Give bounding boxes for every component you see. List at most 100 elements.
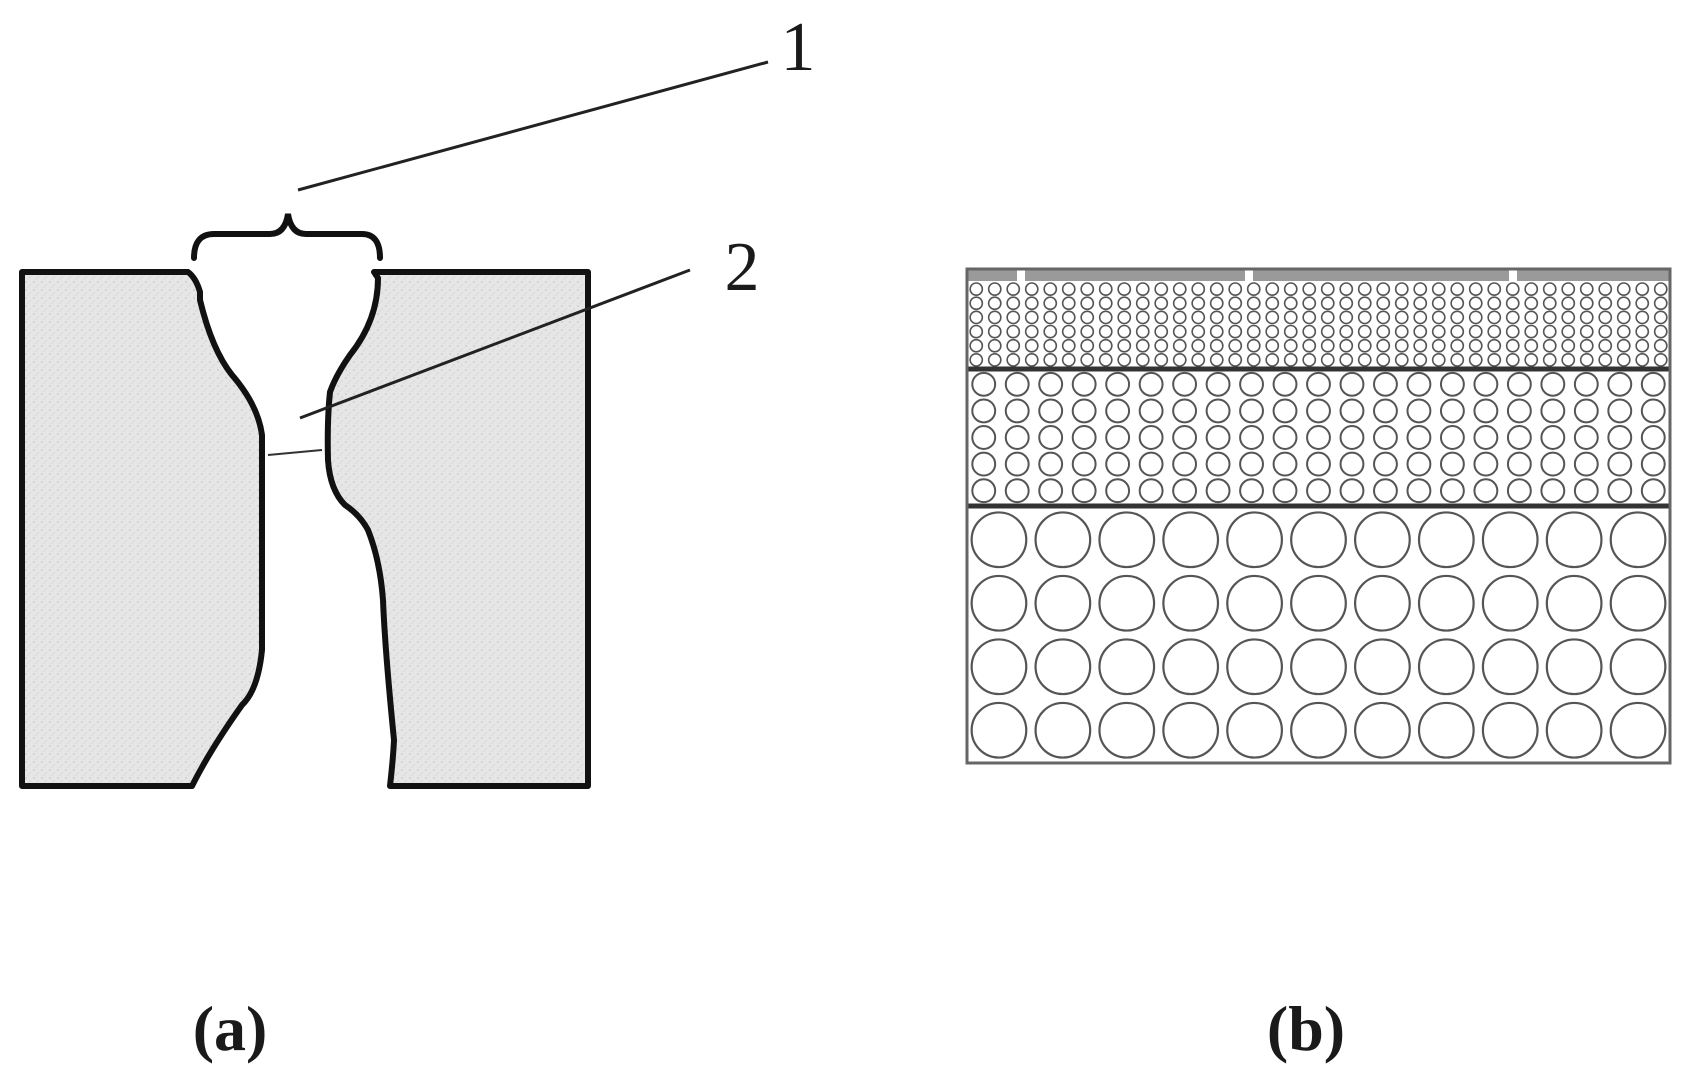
particle-middle: [1239, 478, 1264, 504]
particle-middle: [1439, 451, 1465, 477]
particle-bottom: [1226, 701, 1283, 759]
particle-top: [987, 324, 1002, 339]
particle-bottom: [1417, 574, 1475, 632]
particle-middle: [1105, 478, 1131, 504]
particle-top: [1191, 296, 1206, 311]
particle-middle: [1306, 425, 1331, 450]
particle-bottom: [1545, 701, 1603, 759]
particle-top: [1357, 296, 1372, 311]
particle-top: [1154, 282, 1169, 296]
particle-middle: [1172, 451, 1198, 477]
particle-top: [1524, 296, 1539, 311]
particle-top: [1616, 338, 1631, 353]
particle-top: [1172, 353, 1187, 367]
particle-top: [1154, 296, 1169, 311]
particle-top: [1561, 324, 1576, 339]
particle-top: [1579, 282, 1594, 296]
particle-top: [1061, 353, 1076, 367]
particle-top: [1006, 324, 1021, 339]
particle-top: [1098, 296, 1113, 311]
particle-top: [1505, 353, 1520, 367]
particle-top: [1376, 296, 1391, 311]
particle-bottom: [970, 511, 1028, 569]
particle-top: [1616, 296, 1631, 311]
particle-top: [1653, 282, 1668, 296]
particle-top: [1302, 338, 1317, 353]
particle-top: [1598, 338, 1613, 353]
particle-top: [1135, 353, 1150, 367]
particle-middle: [1172, 478, 1198, 504]
particle-middle: [1473, 425, 1499, 450]
particle-top: [1006, 310, 1021, 325]
particle-top: [1154, 324, 1169, 339]
particle-middle: [1239, 451, 1264, 477]
particle-middle: [1272, 425, 1298, 450]
left-substrate-block: [19, 269, 265, 789]
particle-top: [1653, 353, 1668, 367]
particle-top: [1450, 338, 1465, 353]
particle-bottom: [1034, 701, 1092, 759]
particle-middle: [1607, 371, 1633, 397]
particle-top: [1339, 324, 1354, 339]
particle-top: [1135, 324, 1150, 339]
particle-top: [1320, 353, 1335, 367]
particle-middle: [1038, 371, 1064, 397]
particle-top: [1061, 324, 1076, 339]
particle-middle: [1038, 451, 1064, 477]
particle-top: [1579, 353, 1594, 367]
particle-middle: [1138, 371, 1164, 397]
particle-top: [1561, 282, 1576, 296]
particle-middle: [1038, 425, 1064, 450]
particle-middle: [1004, 451, 1030, 477]
particle-top: [1616, 310, 1631, 325]
particle-top: [1487, 282, 1502, 296]
particle-top: [1154, 310, 1169, 325]
particle-top: [1135, 296, 1150, 311]
particle-top: [1450, 310, 1465, 325]
particle-top: [1320, 324, 1335, 339]
particle-bottom: [970, 638, 1028, 696]
particle-top: [1542, 353, 1557, 367]
particle-top: [1357, 282, 1372, 296]
particle-bottom: [1354, 701, 1411, 759]
particle-top: [1154, 338, 1169, 353]
particle-middle: [1506, 398, 1532, 424]
particle-top: [1117, 310, 1132, 325]
particle-top: [1209, 310, 1224, 325]
particle-top: [1265, 324, 1280, 339]
particle-middle: [1339, 425, 1365, 450]
particle-bottom: [1481, 701, 1539, 759]
particle-middle: [1105, 451, 1131, 477]
particle-top: [1561, 338, 1576, 353]
particle-top: [1154, 353, 1169, 367]
particle-layer-medium: [971, 371, 1666, 504]
particle-top: [1598, 296, 1613, 311]
particle-top: [1117, 282, 1132, 296]
particle-top: [1302, 353, 1317, 367]
particle-bottom: [1609, 574, 1667, 632]
leader-line-1: [297, 60, 769, 192]
particle-top: [1024, 324, 1039, 339]
particle-middle: [1004, 371, 1030, 397]
particle-top: [1524, 338, 1539, 353]
particle-top: [1117, 296, 1132, 311]
particle-top: [1172, 338, 1187, 353]
particle-top: [969, 310, 984, 325]
particle-top: [1228, 353, 1243, 367]
particle-top: [1320, 296, 1335, 311]
particle-top: [1635, 296, 1650, 311]
particle-top: [1209, 338, 1224, 353]
particle-top: [1431, 324, 1446, 339]
particle-top: [1487, 353, 1502, 367]
particle-middle: [1172, 371, 1198, 397]
particle-middle: [1071, 478, 1097, 504]
particle-top: [1265, 338, 1280, 353]
particle-top: [1283, 353, 1298, 367]
particle-top: [1468, 310, 1483, 325]
particle-middle: [1373, 425, 1398, 450]
particle-top: [1191, 324, 1206, 339]
particle-bottom: [1545, 574, 1603, 632]
particle-top: [1450, 296, 1465, 311]
particle-middle: [1473, 371, 1499, 397]
